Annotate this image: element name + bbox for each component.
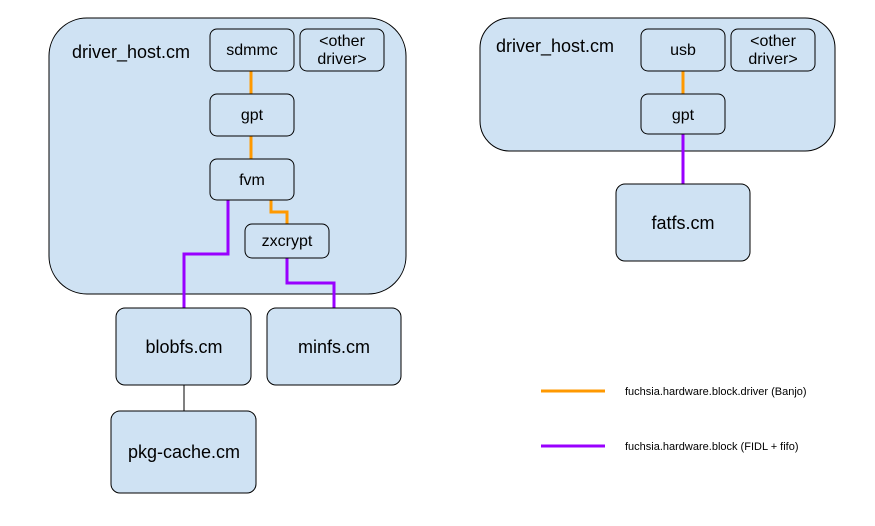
driver-other-right-line2: driver> xyxy=(748,51,797,68)
component-fatfs-label: fatfs.cm xyxy=(651,213,714,233)
driver-other-left-line1: <other xyxy=(319,33,365,50)
driver-host-right-title: driver_host.cm xyxy=(496,36,614,57)
component-pkg-cache xyxy=(110,410,257,494)
driver-zxcrypt xyxy=(244,223,330,259)
driver-usb xyxy=(640,28,726,72)
legend-banjo-label: fuchsia.hardware.block.driver (Banjo) xyxy=(625,386,807,398)
driver-gpt-left xyxy=(209,93,295,137)
driver-fvm xyxy=(209,158,295,201)
legend-fidl-label: fuchsia.hardware.block (FIDL + fifo) xyxy=(625,441,799,453)
component-minfs-label: minfs.cm xyxy=(298,337,370,357)
component-blobfs-label: blobfs.cm xyxy=(145,337,222,357)
component-blobfs xyxy=(115,307,252,386)
banjo-link-fvm-zxcrypt xyxy=(269,200,289,224)
driver-gpt-left-label: gpt xyxy=(241,107,264,124)
driver-usb-label: usb xyxy=(670,42,696,59)
driver-other-left xyxy=(299,28,385,72)
driver-sdmmc xyxy=(209,28,295,72)
driver-other-right xyxy=(730,28,816,72)
fidl-link-zxcrypt-minfs xyxy=(285,258,336,308)
driver-gpt-right-label: gpt xyxy=(672,107,695,124)
driver-host-left-title: driver_host.cm xyxy=(72,42,190,63)
driver-gpt-right xyxy=(640,93,726,135)
driver-fvm-label: fvm xyxy=(239,172,265,189)
driver-other-right-line1: <other xyxy=(750,33,796,50)
driver-other-left-line2: driver> xyxy=(317,51,366,68)
component-pkg-cache-label: pkg-cache.cm xyxy=(128,442,240,462)
fidl-link-fvm-blobfs xyxy=(182,200,230,308)
driver-zxcrypt-label: zxcrypt xyxy=(262,233,313,250)
component-fatfs xyxy=(615,183,751,262)
component-minfs xyxy=(266,307,402,386)
driver-sdmmc-label: sdmmc xyxy=(226,42,278,59)
